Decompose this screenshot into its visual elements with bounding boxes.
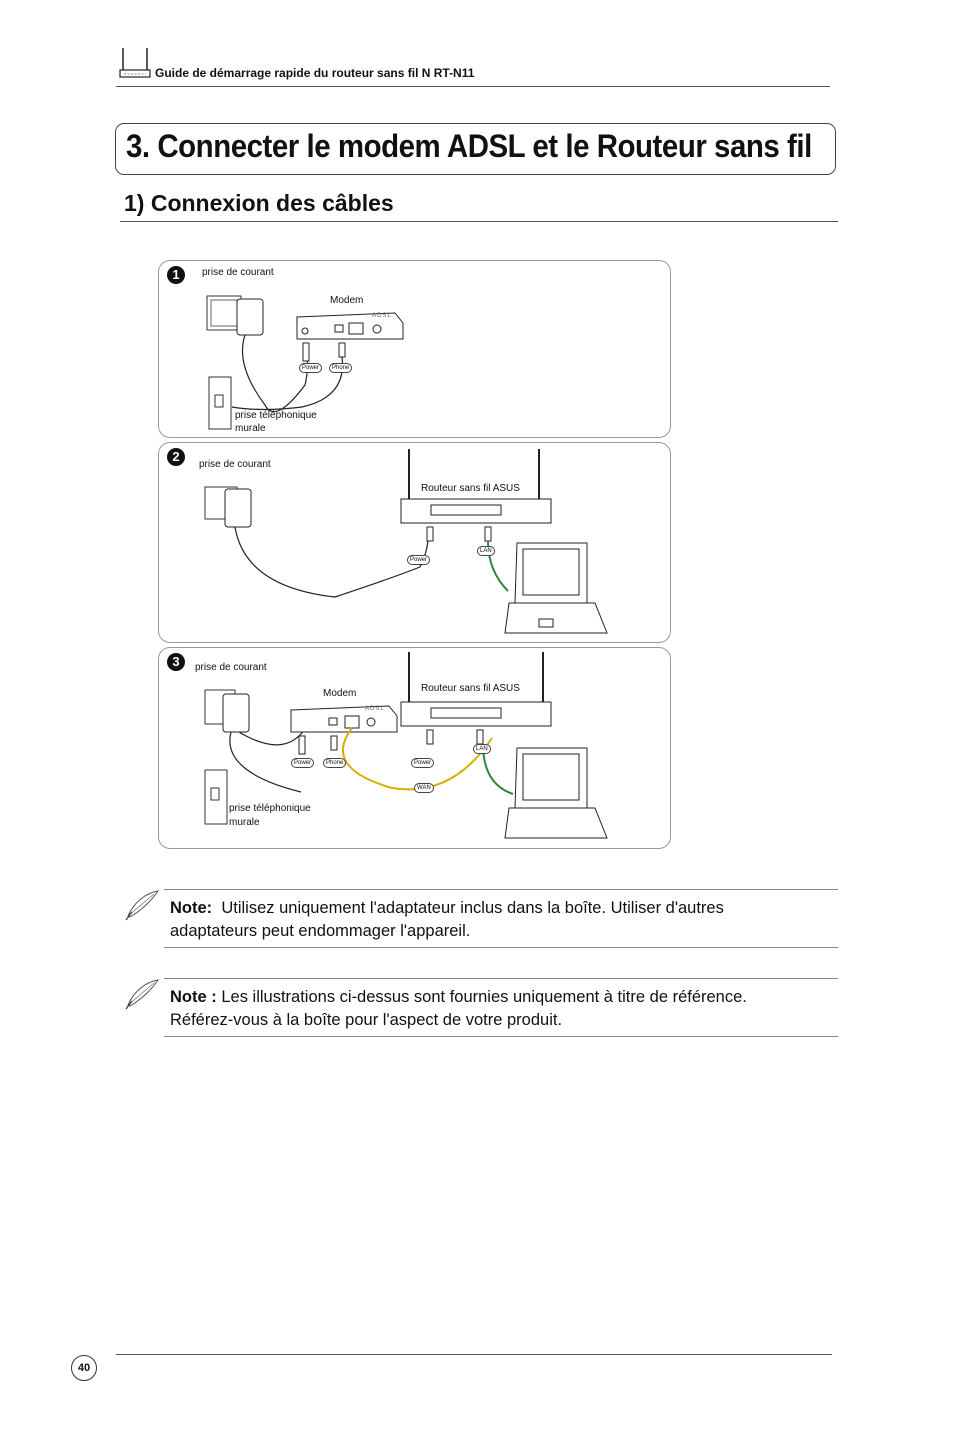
pen-icon [125, 979, 160, 1010]
note-1-top-rule [164, 889, 838, 890]
pen-icon [125, 890, 160, 921]
connection-diagram: 1 prise de courant Modem ADSL Power P [155, 258, 675, 852]
subsection-divider [120, 221, 838, 222]
note-1-bottom-rule [164, 947, 838, 948]
note-2-label: Note : [170, 988, 217, 1006]
power-outlet-label: prise de courant [199, 459, 271, 470]
section-title-box [115, 123, 836, 175]
router-logo-icon [119, 48, 151, 78]
wall-jack-label: prise téléphonique murale [229, 803, 311, 828]
note-1-text: Utilisez uniquement l'adaptateur inclus … [170, 899, 724, 940]
subsection-title: 1) Connexion des câbles [124, 190, 394, 216]
header-title: Guide de démarrage rapide du routeur san… [155, 66, 475, 80]
modem-label: Modem [330, 295, 364, 306]
lan-tag: LAN [477, 546, 495, 556]
router-label: Routeur sans fil ASUS [421, 483, 520, 494]
note-2-bottom-rule [164, 1036, 838, 1037]
power-outlet-label: prise de courant [195, 662, 267, 673]
router-label: Routeur sans fil ASUS [421, 683, 520, 694]
phone-tag: Phone [323, 758, 347, 768]
footer-divider [116, 1354, 832, 1355]
power-tag-router: Power [411, 758, 435, 768]
note-1-label: Note: [170, 899, 213, 917]
wan-tag: WAN [414, 783, 434, 793]
power-outlet-label: prise de courant [202, 267, 274, 278]
modem-label: Modem [323, 688, 357, 699]
step-number-1: 1 [167, 266, 185, 284]
note-2-text: Les illustrations ci-dessus sont fournie… [170, 988, 747, 1029]
note-2-top-rule [164, 978, 838, 979]
power-tag: Power [407, 555, 431, 565]
wall-jack-label: prise téléphonique murale [235, 410, 317, 434]
note-1: Note: Utilisez uniquement l'adaptateur i… [170, 897, 810, 943]
step-number-2: 2 [167, 448, 185, 466]
header-divider [116, 86, 830, 87]
modem-brand: ADSL [365, 706, 385, 712]
section-title: 3. Connecter le modem ADSL et le Routeur… [126, 128, 812, 164]
step-number-3: 3 [167, 653, 185, 671]
power-tag-modem: Power [291, 758, 315, 768]
panel-2-illustration [204, 449, 608, 634]
diagram-panel-1: 1 prise de courant Modem ADSL Power P [158, 260, 671, 438]
power-tag: Power [299, 363, 323, 373]
diagram-panel-2: 2 prise de courant Routeur sans fil ASUS… [158, 442, 671, 643]
panel-3-illustration [204, 652, 608, 839]
phone-tag: Phone [329, 363, 353, 373]
note-2: Note : Les illustrations ci-dessus sont … [170, 986, 810, 1032]
page-number: 40 [71, 1355, 97, 1381]
modem-brand: ADSL [372, 313, 392, 319]
lan-tag: LAN [473, 744, 491, 754]
diagram-panel-3: 3 prise de courant Modem Routeur sans fi… [158, 647, 671, 849]
